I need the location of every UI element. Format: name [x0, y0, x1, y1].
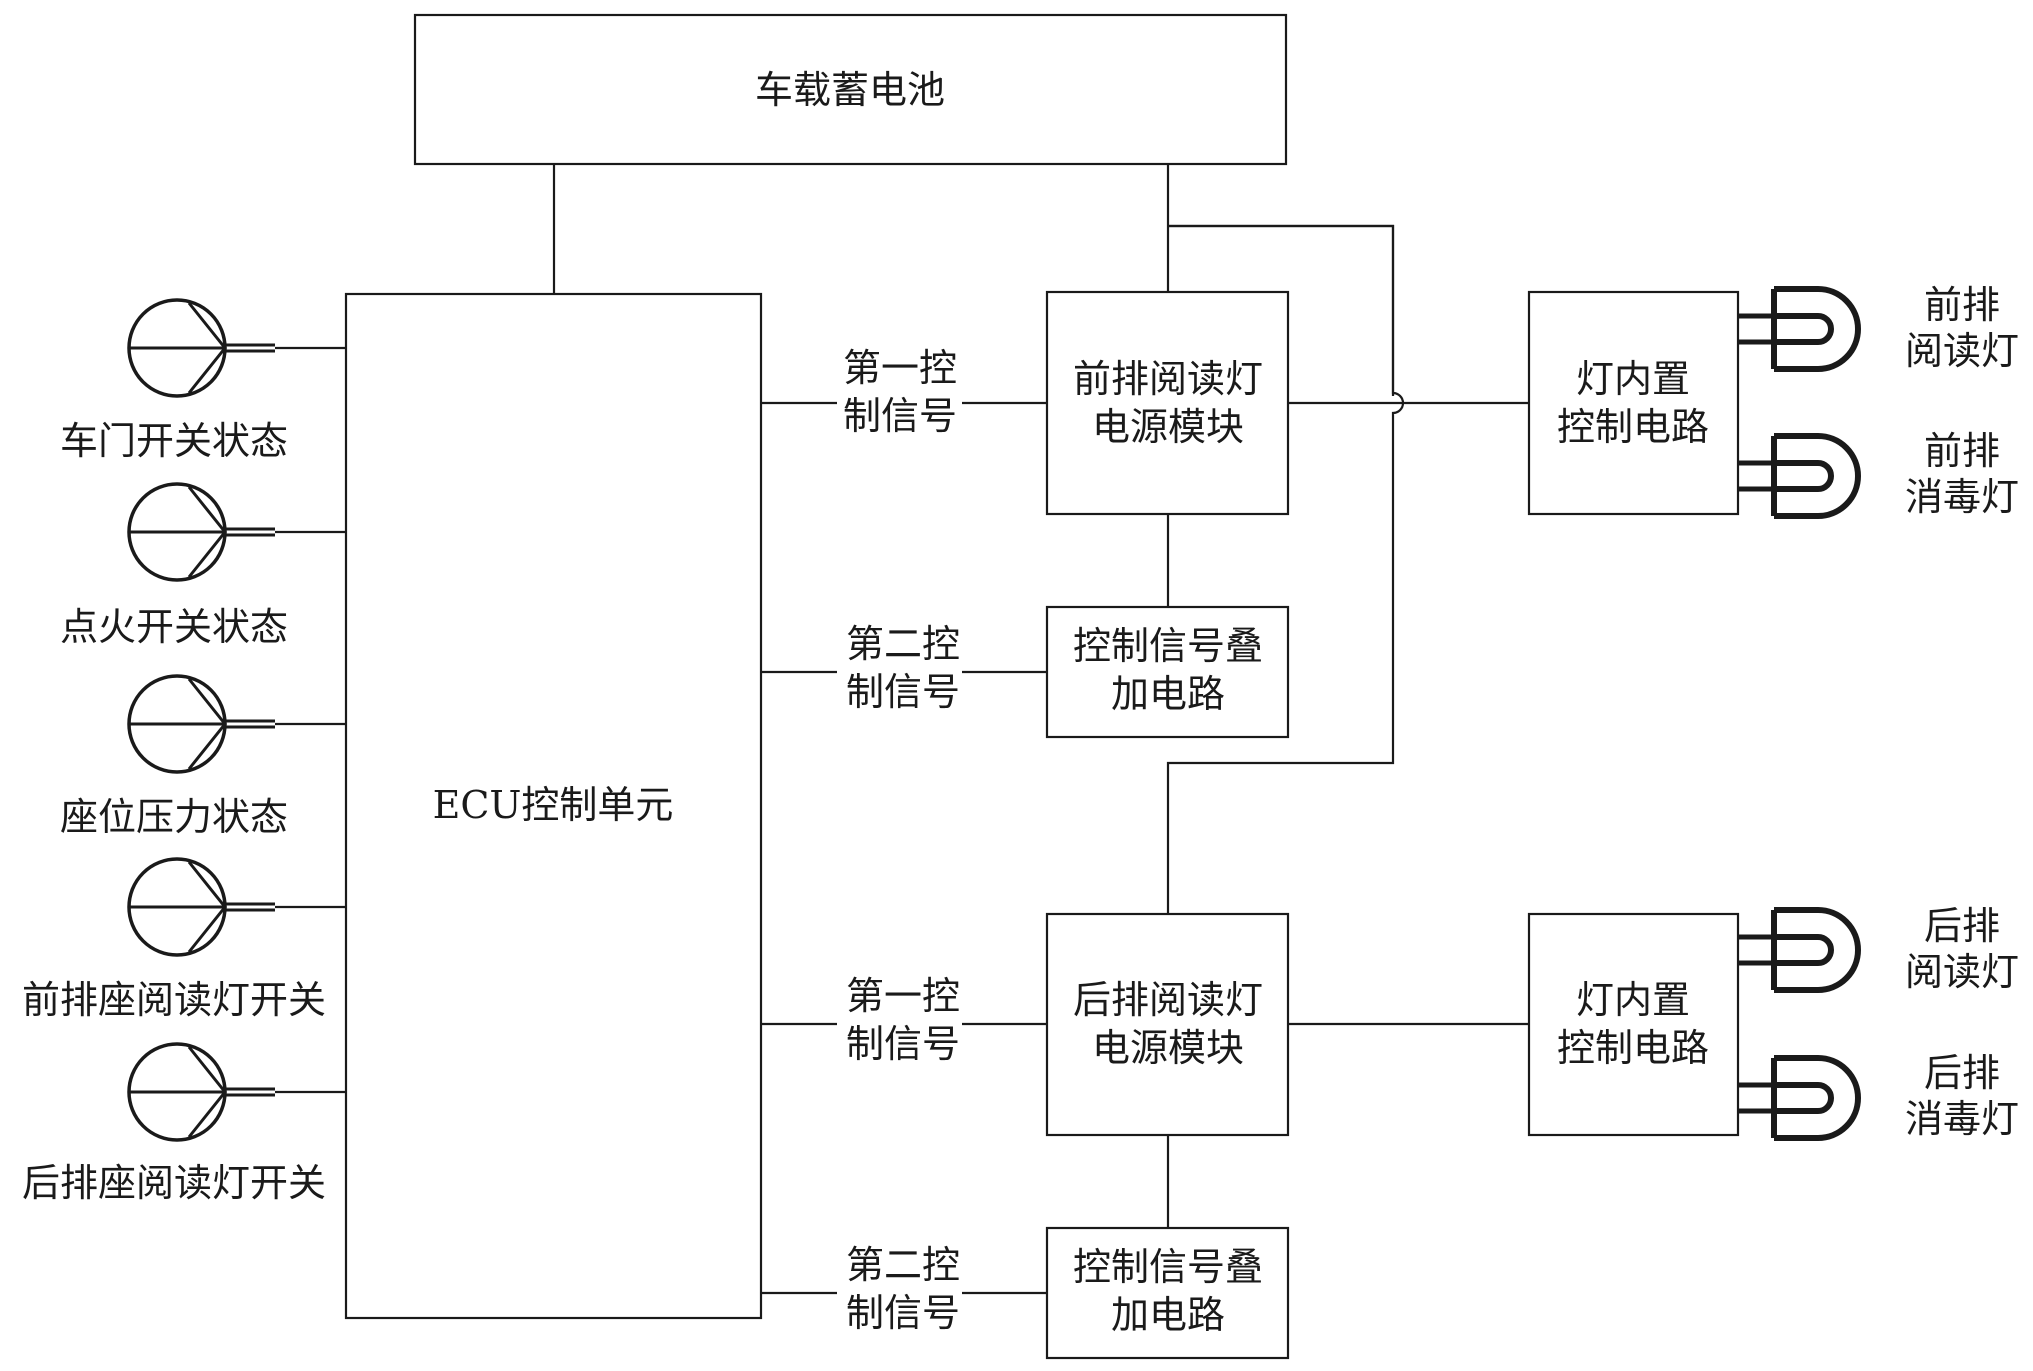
front-disinfect-label-2: 消毒灯: [1905, 475, 2019, 519]
battery-label: 车载蓄电池: [755, 68, 945, 112]
front-power-box: [1047, 292, 1288, 514]
rear-disinfect-label-1: 后排: [1924, 1051, 2000, 1095]
front-overlay-label-1: 控制信号叠: [1073, 624, 1263, 668]
rear-overlay-label-1: 控制信号叠: [1073, 1245, 1263, 1289]
rear-disinfect-label-2: 消毒灯: [1905, 1097, 2019, 1141]
rear-reading-label-2: 阅读灯: [1905, 950, 2019, 994]
front-lampctrl-label-1: 灯内置: [1576, 357, 1690, 401]
front-first-signal-2: 制信号: [843, 394, 957, 438]
rear-overlay-label-2: 加电路: [1111, 1293, 1225, 1337]
ignition-sensor-icon: [129, 484, 275, 580]
rear-switch-sensor-icon: [129, 1044, 275, 1140]
rear-lampctrl-label-1: 灯内置: [1576, 978, 1690, 1022]
front-lampctrl-label-2: 控制电路: [1557, 405, 1709, 449]
front-power-label-2: 电源模块: [1092, 405, 1244, 449]
rear-power-label-2: 电源模块: [1092, 1026, 1244, 1070]
rear-disinfect-lamp-icon: [1738, 1058, 1858, 1138]
front-second-signal-1: 第二控: [846, 622, 960, 666]
seat-pressure-sensor-icon: [129, 676, 275, 772]
rear-reading-label-1: 后排: [1924, 904, 2000, 948]
signal-labels: 第一控 制信号 第二控 制信号 第一控 制信号 第二控 制信号: [843, 346, 960, 1335]
front-first-signal-1: 第一控: [843, 346, 957, 390]
front-power-label-1: 前排阅读灯: [1073, 357, 1263, 401]
front-reading-label-1: 前排: [1924, 283, 2000, 327]
door-sensor-label: 车门开关状态: [60, 419, 288, 463]
rear-switch-sensor-label: 后排座阅读灯开关: [22, 1161, 326, 1205]
rear-power-box: [1047, 914, 1288, 1135]
rear-first-signal-1: 第一控: [846, 974, 960, 1018]
front-disinfect-lamp-icon: [1738, 436, 1858, 516]
front-disinfect-label-1: 前排: [1924, 429, 2000, 473]
door-sensor-icon: [129, 300, 275, 396]
ecu-label: ECU控制单元: [433, 783, 674, 827]
rear-lampctrl-label-2: 控制电路: [1557, 1026, 1709, 1070]
front-overlay-label-2: 加电路: [1111, 672, 1225, 716]
lamps: [1738, 289, 1858, 1138]
rear-lampctrl-box: [1529, 914, 1738, 1135]
front-switch-sensor-icon: [129, 859, 275, 955]
front-reading-label-2: 阅读灯: [1905, 329, 2019, 373]
rear-power-label-1: 后排阅读灯: [1073, 978, 1263, 1022]
ignition-sensor-label: 点火开关状态: [60, 605, 288, 649]
rear-second-signal-2: 制信号: [846, 1291, 960, 1335]
rear-first-signal-2: 制信号: [846, 1022, 960, 1066]
front-second-signal-2: 制信号: [846, 670, 960, 714]
rear-second-signal-1: 第二控: [846, 1243, 960, 1287]
sensors: 车门开关状态 点火开关状态 座位压力状态 前排座阅读灯开关 后排座阅读灯开关: [22, 300, 326, 1205]
seat-pressure-sensor-label: 座位压力状态: [60, 795, 288, 839]
front-switch-sensor-label: 前排座阅读灯开关: [22, 978, 326, 1022]
front-reading-lamp-icon: [1738, 289, 1858, 369]
rear-reading-lamp-icon: [1738, 910, 1858, 990]
front-lampctrl-box: [1529, 292, 1738, 514]
lamp-labels: 前排 阅读灯 前排 消毒灯 后排 阅读灯 后排 消毒灯: [1905, 283, 2019, 1141]
